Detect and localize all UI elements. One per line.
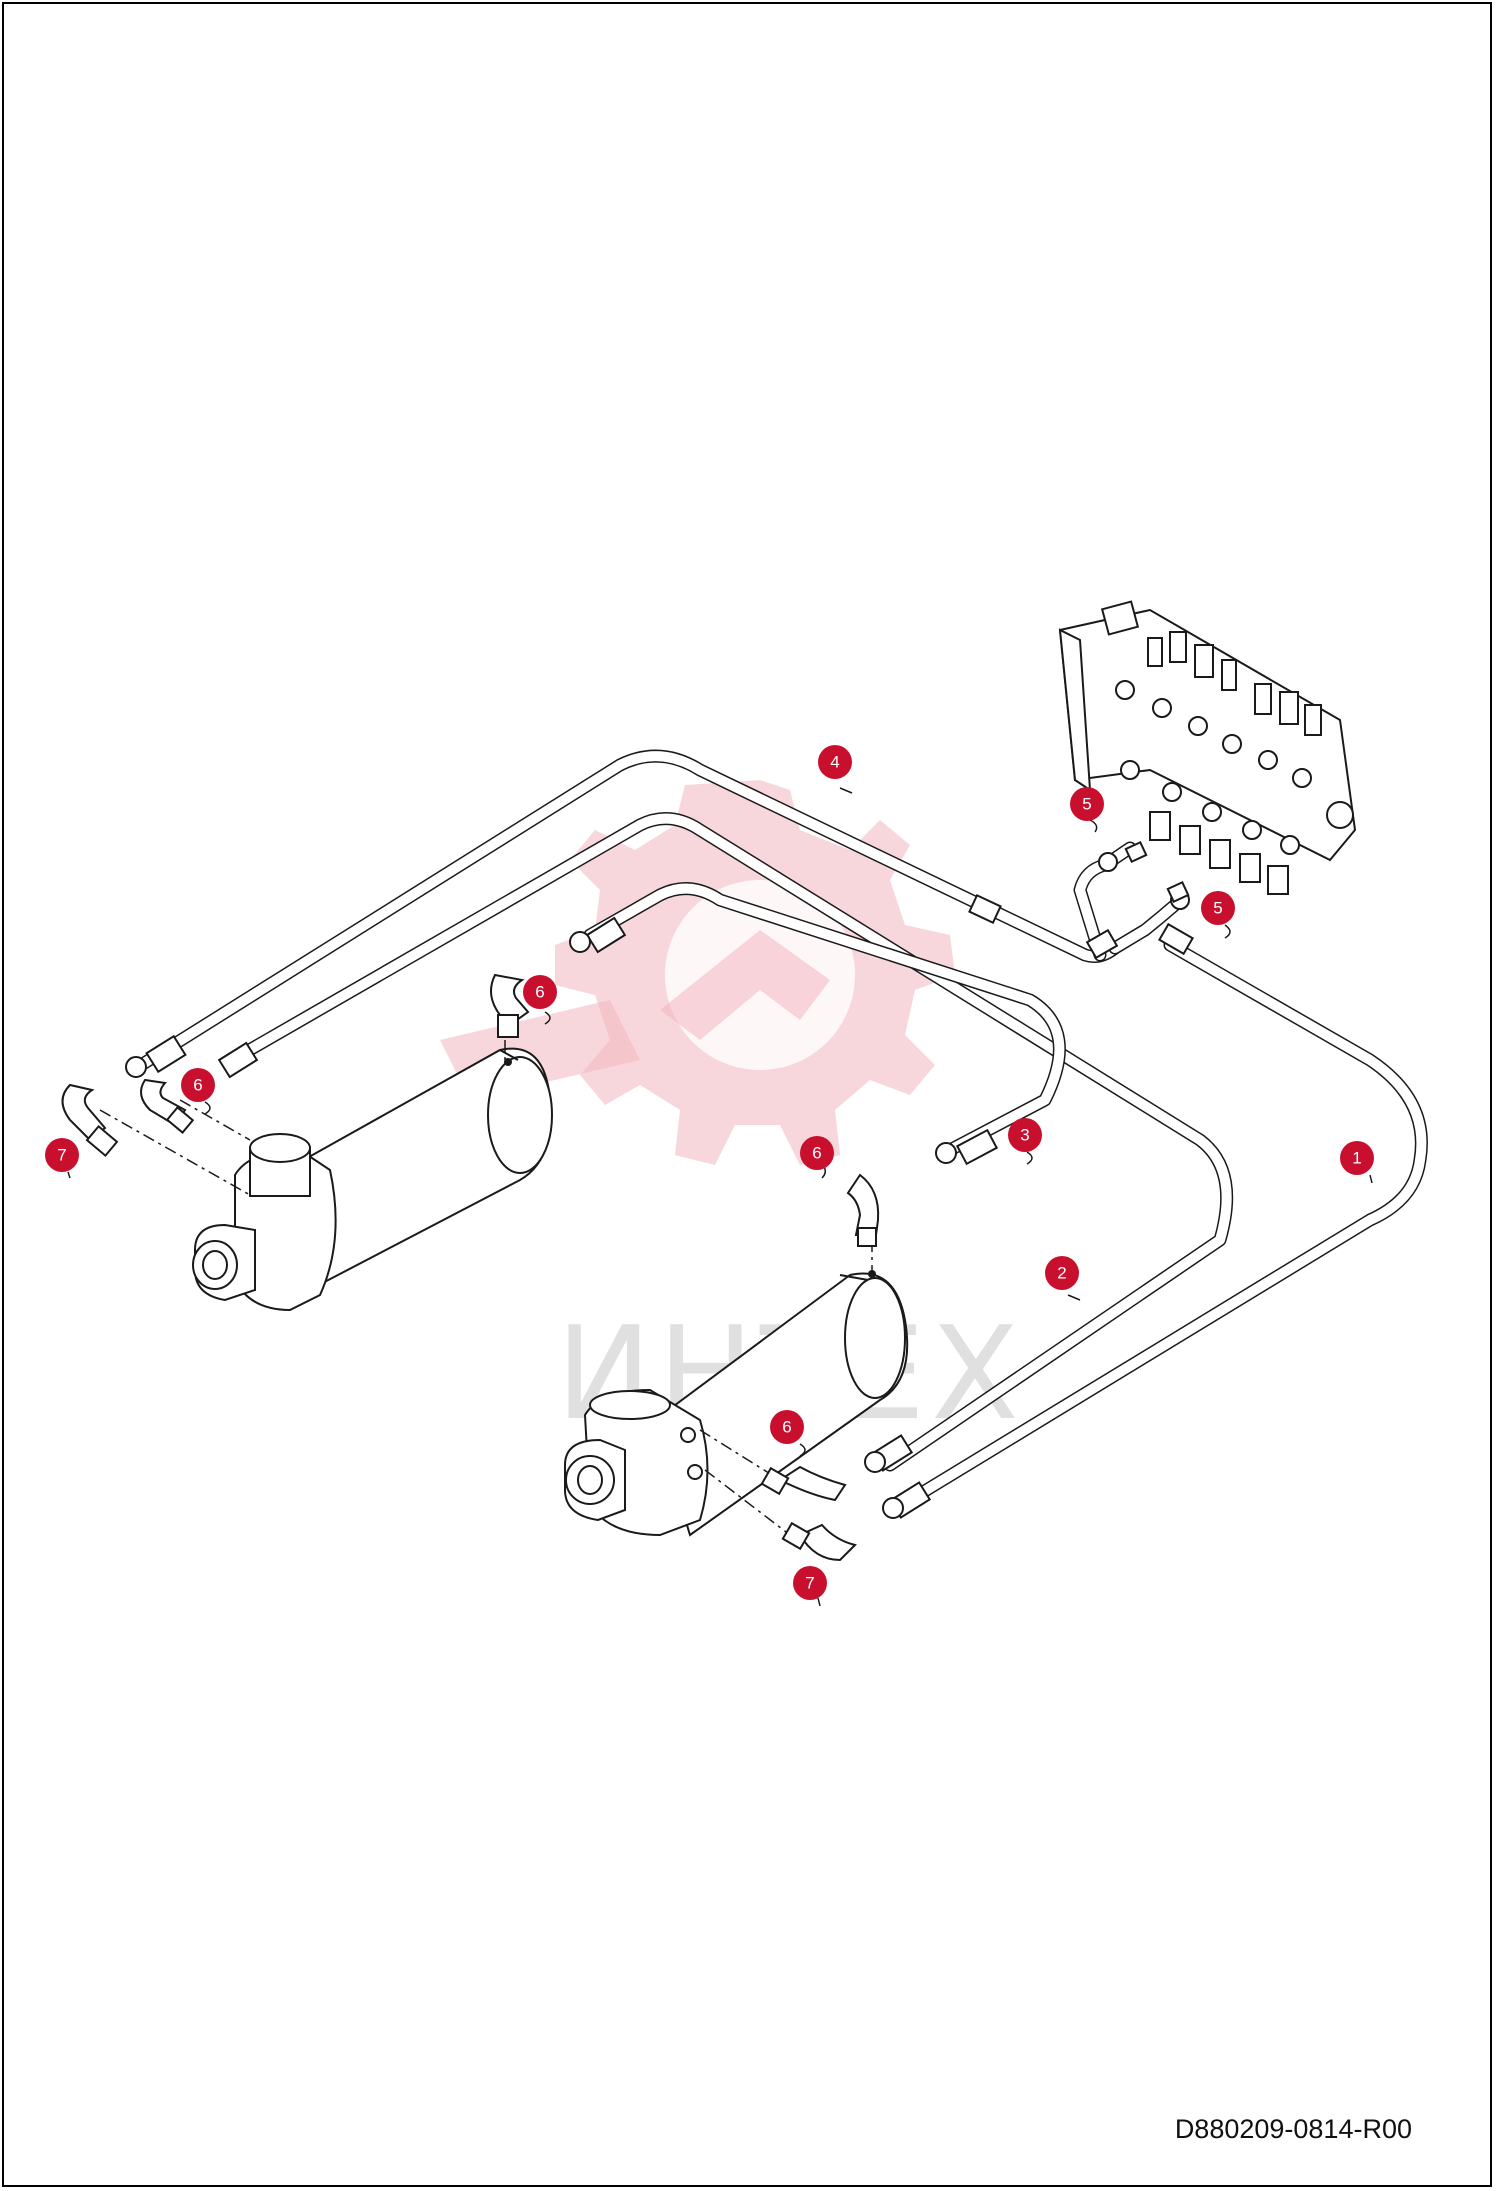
callout-6d: 6 — [770, 1410, 804, 1444]
callout-6c: 6 — [800, 1136, 834, 1170]
hose-1 — [903, 938, 1428, 1507]
callout-2: 2 — [1045, 1256, 1079, 1290]
part-ticks — [67, 787, 1373, 1607]
callout-6a: 6 — [523, 975, 557, 1009]
svg-text:7: 7 — [57, 1146, 66, 1165]
callout-5b: 5 — [1201, 891, 1235, 925]
drawing-code: D880209-0814-R00 — [1174, 2114, 1412, 2144]
valve-ports — [1115, 680, 1312, 855]
hose-2 — [225, 812, 1234, 1472]
callout-3: 3 — [1008, 1118, 1042, 1152]
svg-text:7: 7 — [805, 1574, 814, 1593]
callout-7b: 7 — [793, 1566, 827, 1600]
svg-text:5: 5 — [1213, 899, 1222, 918]
svg-text:4: 4 — [830, 753, 839, 772]
svg-text:6: 6 — [812, 1144, 821, 1163]
control-valve-block — [1058, 600, 1357, 904]
left-hydraulic-cylinder — [192, 1047, 553, 1312]
hose-3 — [583, 882, 1066, 1157]
callout-6b: 6 — [181, 1068, 215, 1102]
valve-spools — [1147, 631, 1322, 736]
callout-4: 4 — [818, 745, 852, 779]
callout-1: 1 — [1340, 1141, 1374, 1175]
svg-text:6: 6 — [782, 1418, 791, 1437]
svg-text:5: 5 — [1082, 795, 1091, 814]
svg-text:6: 6 — [193, 1076, 202, 1095]
callout-7a: 7 — [45, 1138, 79, 1172]
callout-5a: 5 — [1070, 787, 1104, 821]
svg-text:2: 2 — [1057, 1264, 1066, 1283]
svg-text:1: 1 — [1352, 1149, 1361, 1168]
valve-bottom-bosses — [1149, 811, 1289, 895]
right-hydraulic-cylinder — [564, 1270, 909, 1537]
elbow-fittings — [61, 973, 880, 1562]
svg-text:3: 3 — [1020, 1126, 1029, 1145]
svg-text:6: 6 — [535, 983, 544, 1002]
hose-ferrules — [145, 894, 1194, 1519]
